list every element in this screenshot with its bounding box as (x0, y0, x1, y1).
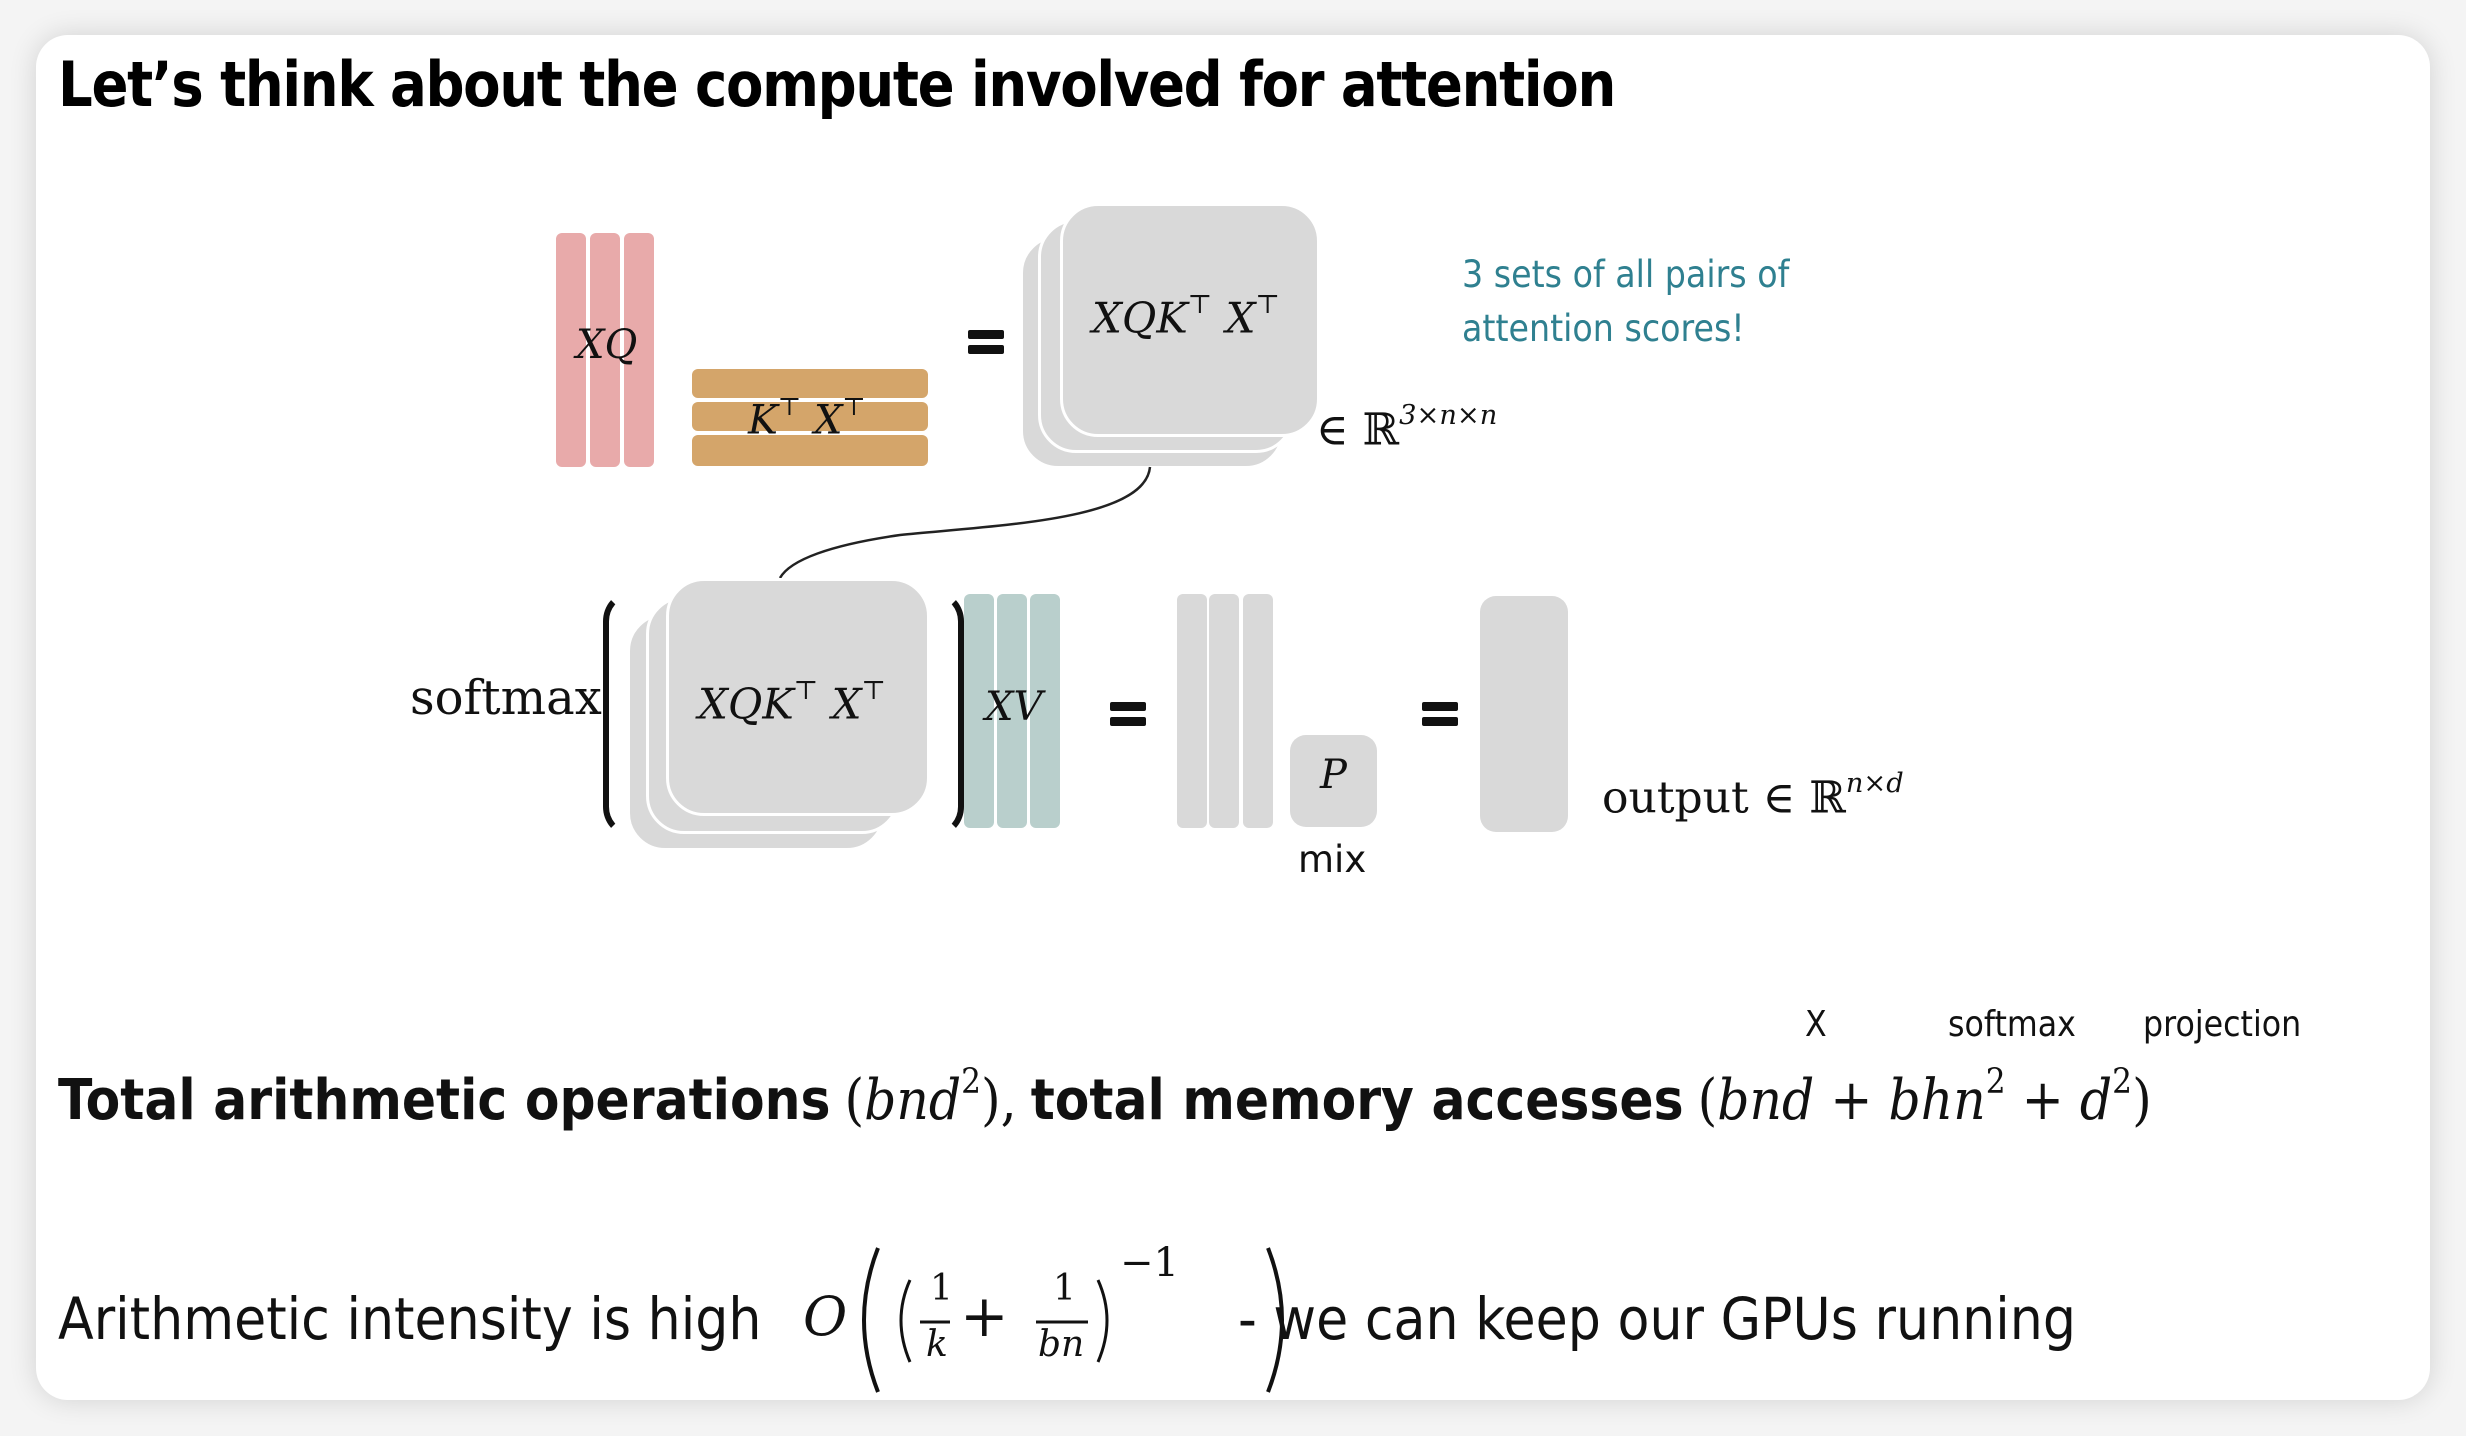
frac1-numerator: 1 (930, 1268, 953, 1309)
right-bracket (912, 592, 964, 836)
ops-label: Total arithmetic operations (58, 1068, 831, 1134)
key-row (692, 435, 928, 466)
scores-label: XQK⊤ X⊤ (1092, 290, 1280, 343)
annotation-projection: projection (2143, 1004, 2302, 1045)
key-label: K⊤ X⊤ (748, 392, 866, 444)
intensity-suffix: - we can keep our GPUs running (1238, 1285, 2076, 1353)
value-column (997, 594, 1027, 828)
scores-layer (1060, 203, 1320, 437)
query-column (624, 233, 654, 467)
key-row (692, 402, 928, 431)
frac1-denominator: k (926, 1324, 948, 1365)
left-bracket (603, 592, 655, 836)
intensity-prefix: Arithmetic intensity is high (58, 1285, 762, 1353)
plus-sign: + (960, 1282, 1009, 1350)
output-shape: output ∈ ℝn×d (1602, 768, 1904, 824)
query-column (590, 233, 620, 467)
value-label: XV (985, 684, 1043, 730)
head-output-column (1209, 594, 1239, 828)
query-column (556, 233, 586, 467)
value-column (1030, 594, 1060, 828)
operations-line: Total arithmetic operations (bnd2), tota… (58, 1062, 2152, 1134)
mix-label: mix (1298, 838, 1367, 881)
query-label: XQ (576, 322, 638, 368)
projection-label: P (1320, 752, 1347, 798)
frac2-denominator: bn (1038, 1324, 1085, 1365)
big-o: O (803, 1285, 848, 1348)
key-row (692, 369, 928, 398)
annotation-softmax: softmax (1948, 1004, 2076, 1045)
output-matrix (1480, 596, 1568, 832)
frac2-numerator: 1 (1053, 1268, 1076, 1309)
head-output-column (1243, 594, 1273, 828)
exponent: −1 (1120, 1240, 1179, 1286)
value-column (964, 594, 994, 828)
memory-expression: bnd + bhn2 + d2 (1717, 1062, 2133, 1134)
ops-expression: bnd2 (864, 1062, 982, 1134)
intensity-expression (862, 1247, 1284, 1393)
slide-title: Let’s think about the compute involved f… (58, 48, 1616, 121)
memory-label: total memory accesses (1030, 1068, 1684, 1134)
scores-shape: ∈ ℝ3×n×n (1316, 400, 1498, 456)
head-output-column (1177, 594, 1207, 828)
annotation-x: X (1805, 1004, 1827, 1045)
scores-annotation: 3 sets of all pairs of attention scores! (1462, 253, 1790, 350)
softmax-scores-label: XQK⊤ X⊤ (698, 676, 886, 729)
softmax-label: softmax (410, 670, 602, 726)
projection-matrix (1290, 735, 1377, 827)
